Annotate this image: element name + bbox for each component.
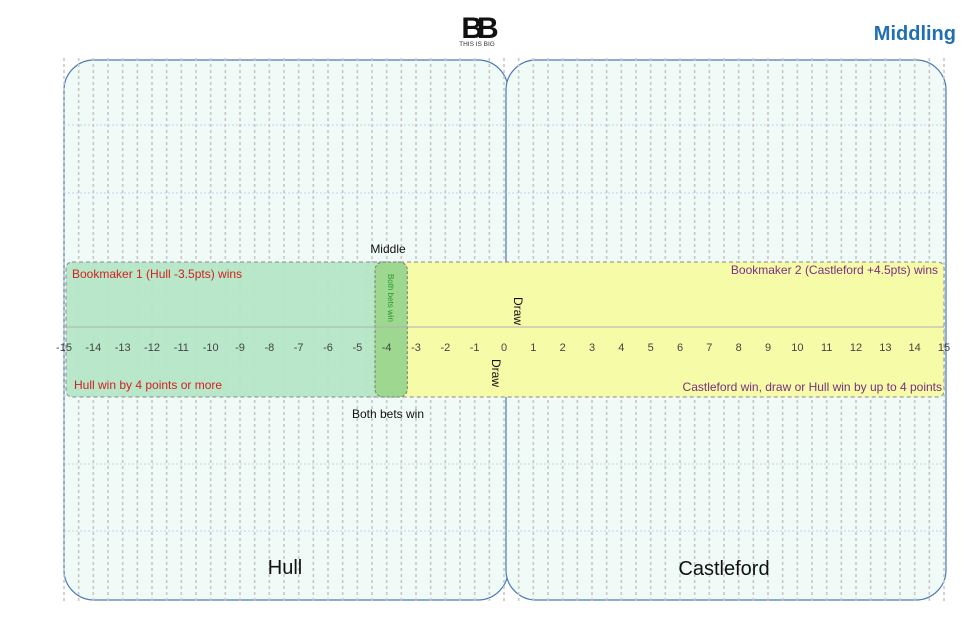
bookmaker1-condition: Hull win by 4 points or more xyxy=(74,378,222,392)
team-label-castleford: Castleford xyxy=(678,558,769,580)
axis-tick-label: 3 xyxy=(589,342,595,354)
axis-tick-label: 2 xyxy=(560,342,566,354)
page-title: Middling xyxy=(874,23,956,45)
axis-tick-label: -12 xyxy=(144,342,160,354)
axis-tick-label: 9 xyxy=(765,342,771,354)
axis-tick-label: -6 xyxy=(323,342,333,354)
axis-tick-label: 7 xyxy=(706,342,712,354)
axis-tick-label: -5 xyxy=(352,342,362,354)
axis-tick-label: -7 xyxy=(294,342,304,354)
axis-tick-label: -2 xyxy=(440,342,450,354)
axis-tick-label: 12 xyxy=(850,342,862,354)
bookmaker2-label: Bookmaker 2 (Castleford +4.5pts) wins xyxy=(731,263,938,277)
axis-tick-label: 8 xyxy=(736,342,742,354)
middle-inner-label: Both bets win xyxy=(386,274,395,322)
axis-tick-label: 11 xyxy=(821,342,832,354)
axis-tick-label: -10 xyxy=(203,342,219,354)
bookmaker1-label: Bookmaker 1 (Hull -3.5pts) wins xyxy=(72,267,242,281)
team-label-hull: Hull xyxy=(268,557,302,579)
logo-tagline: THIS IS BIG xyxy=(459,41,495,48)
axis-tick-label: 0 xyxy=(501,342,507,354)
bookmaker2-condition: Castleford win, draw or Hull win by up t… xyxy=(683,380,942,394)
draw-label-upper: Draw xyxy=(511,297,525,325)
axis-tick-label: -4 xyxy=(382,342,392,354)
logo: BB THIS IS BIG xyxy=(459,12,504,48)
draw-label-lower: Draw xyxy=(489,359,503,387)
axis-tick-label: -15 xyxy=(56,342,72,354)
bookmaker1-band xyxy=(65,261,402,398)
axis-tick-label: 5 xyxy=(648,342,654,354)
middle-band xyxy=(374,261,408,398)
axis-tick-label: -1 xyxy=(470,342,480,354)
axis-tick-label: 10 xyxy=(791,342,803,354)
axis-tick-label: 13 xyxy=(879,342,891,354)
axis-tick-label: -14 xyxy=(85,342,101,354)
axis-tick-label: -11 xyxy=(174,342,189,354)
axis-tick-label: -8 xyxy=(264,342,274,354)
middle-title: Middle xyxy=(370,242,406,256)
axis-tick-label: -3 xyxy=(411,342,421,354)
axis-tick-label: 1 xyxy=(530,342,536,354)
axis-tick-label: 15 xyxy=(938,342,950,354)
bookmaker2-band xyxy=(365,261,945,398)
axis-tick-label: -9 xyxy=(235,342,245,354)
axis-tick-label: 14 xyxy=(909,342,921,354)
axis-tick-label: 4 xyxy=(618,342,624,354)
axis-tick-label: 6 xyxy=(677,342,683,354)
axis-tick-label: -13 xyxy=(115,342,131,354)
middle-below-label: Both bets win xyxy=(352,407,424,421)
